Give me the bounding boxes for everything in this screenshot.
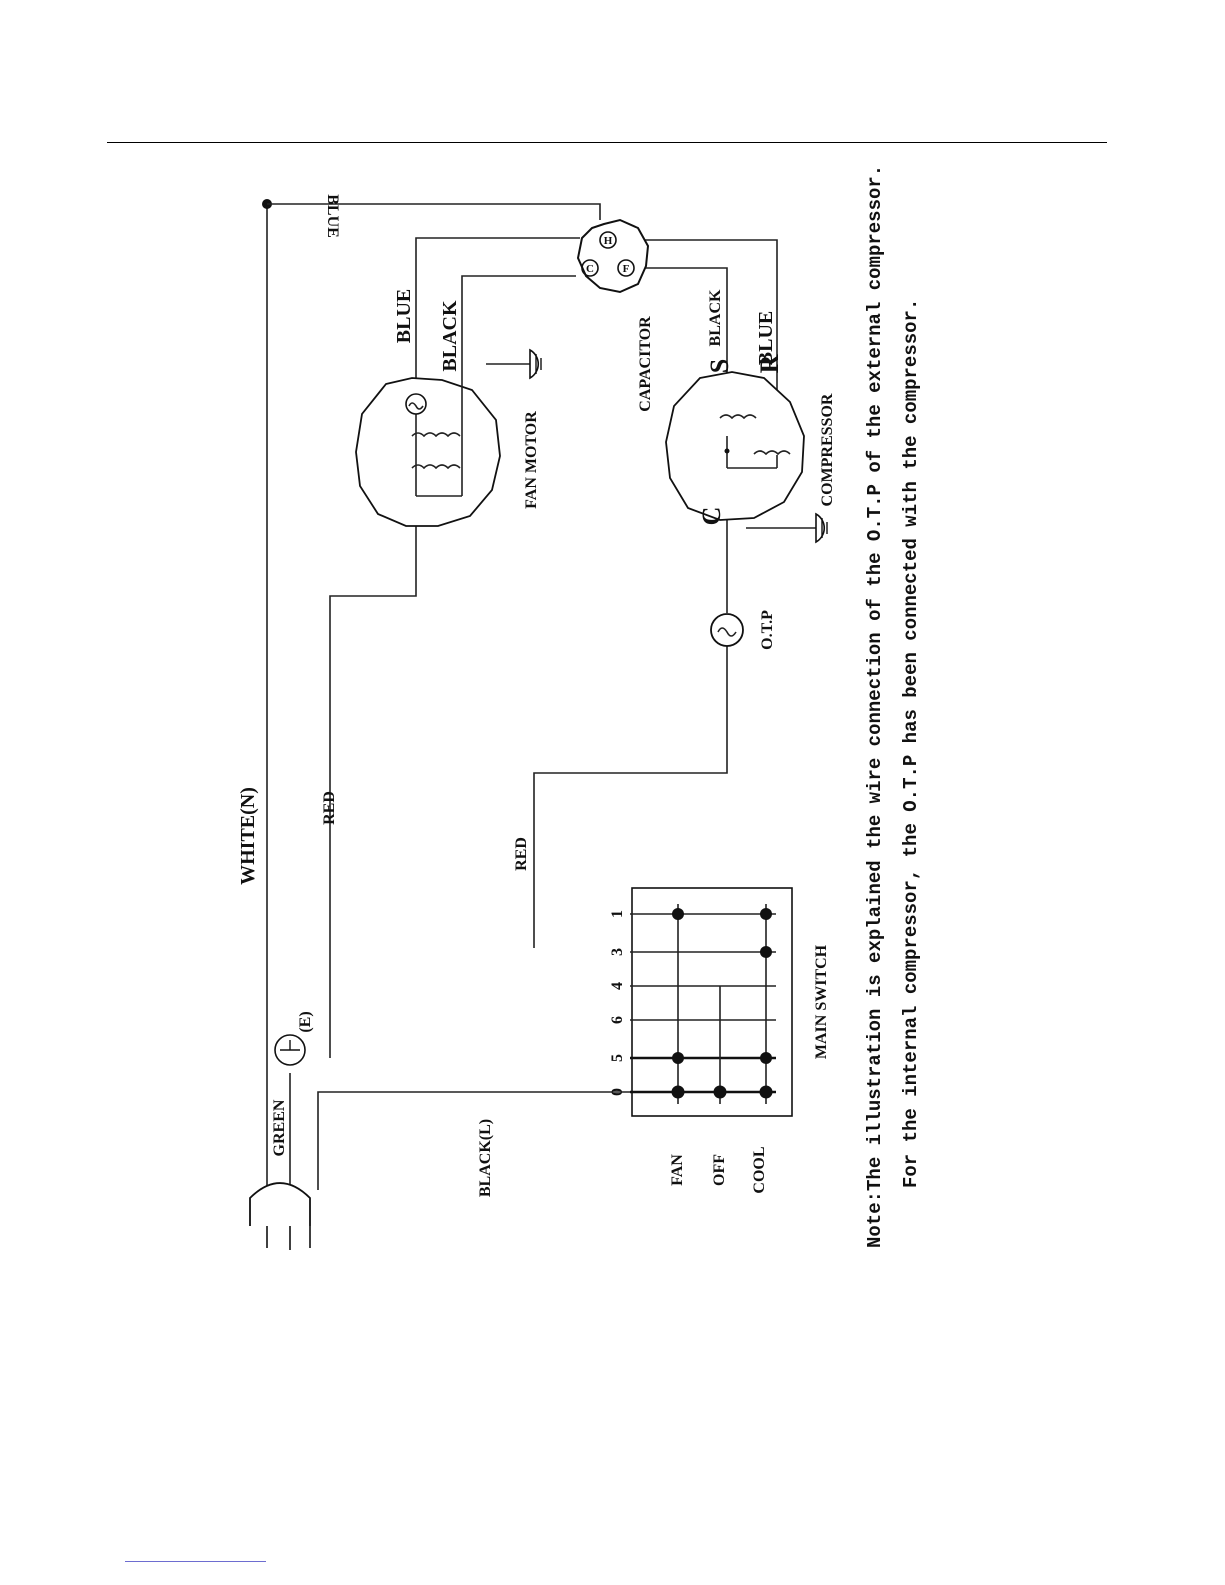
label-compressor: COMPRESSOR — [819, 393, 836, 506]
label-mode-fan: FAN — [669, 1154, 686, 1186]
label-red-mid: RED — [513, 837, 530, 871]
fan-motor-symbol — [355, 377, 501, 527]
label-main-switch: MAIN SWITCH — [813, 944, 830, 1059]
wire-red-mid — [533, 646, 728, 948]
label-white-n: WHITE(N) — [237, 787, 259, 885]
switch-terminal-0: 0 — [609, 1088, 626, 1096]
wire-white-neutral — [262, 199, 272, 1190]
label-fan-motor: FAN MOTOR — [523, 411, 540, 509]
label-otp: O.T.P — [759, 610, 776, 650]
fan-motor-earth-icon — [486, 348, 542, 380]
capacitor-terminal-h: H — [604, 235, 613, 247]
wiring-diagram-svg: H C F — [237, 168, 922, 1250]
label-terminal-c: C — [697, 507, 726, 526]
switch-terminal-3: 3 — [609, 948, 626, 956]
label-blue-top: BLUE — [324, 194, 341, 238]
wire-blue-top — [267, 203, 601, 220]
capacitor-terminal-c: C — [586, 263, 594, 275]
label-green: GREEN — [271, 1099, 288, 1156]
wire-black-line — [317, 1091, 630, 1190]
wire-black-fan — [461, 275, 576, 378]
wire-red-left — [329, 488, 417, 1058]
label-black-compressor: BLACK — [707, 289, 724, 346]
compressor-symbol — [665, 371, 805, 521]
label-mode-cool: COOL — [751, 1146, 768, 1193]
note-line-2: For the internal compressor, the O.T.P h… — [900, 299, 922, 1188]
switch-terminal-6: 6 — [609, 1016, 626, 1024]
otp-symbol — [710, 613, 744, 647]
label-black-fan: BLACK — [439, 300, 461, 372]
wire-blue-compressor — [632, 239, 778, 455]
label-terminal-r: R — [755, 354, 784, 373]
label-black-l: BLACK(L) — [477, 1119, 494, 1197]
header-rule — [107, 142, 1107, 143]
power-plug-icon — [249, 1182, 311, 1250]
label-red-left: RED — [321, 791, 338, 825]
footer-link-rule — [125, 1561, 266, 1562]
note-line-1: Note:The illustration is explained the w… — [864, 168, 886, 1248]
label-capacitor: CAPACITOR — [637, 316, 654, 412]
label-blue-fan: BLUE — [393, 289, 415, 343]
capacitor-terminal-f: F — [623, 263, 630, 275]
switch-terminal-5: 5 — [609, 1054, 626, 1062]
switch-terminal-4: 4 — [609, 982, 626, 990]
label-blue-compressor: BLUE — [755, 311, 777, 365]
compressor-earth-icon — [746, 512, 828, 544]
label-mode-off: OFF — [711, 1154, 728, 1186]
ground-terminal-icon — [274, 1034, 306, 1066]
wire-blue-fan — [415, 237, 580, 404]
switch-terminal-1: 1 — [609, 910, 626, 918]
capacitor-symbol: H C F — [576, 218, 650, 294]
main-switch-symbol — [630, 887, 793, 1117]
wiring-diagram: H C F — [180, 168, 955, 1273]
label-terminal-s: S — [705, 359, 734, 373]
label-earth-e: (E) — [297, 1011, 314, 1032]
